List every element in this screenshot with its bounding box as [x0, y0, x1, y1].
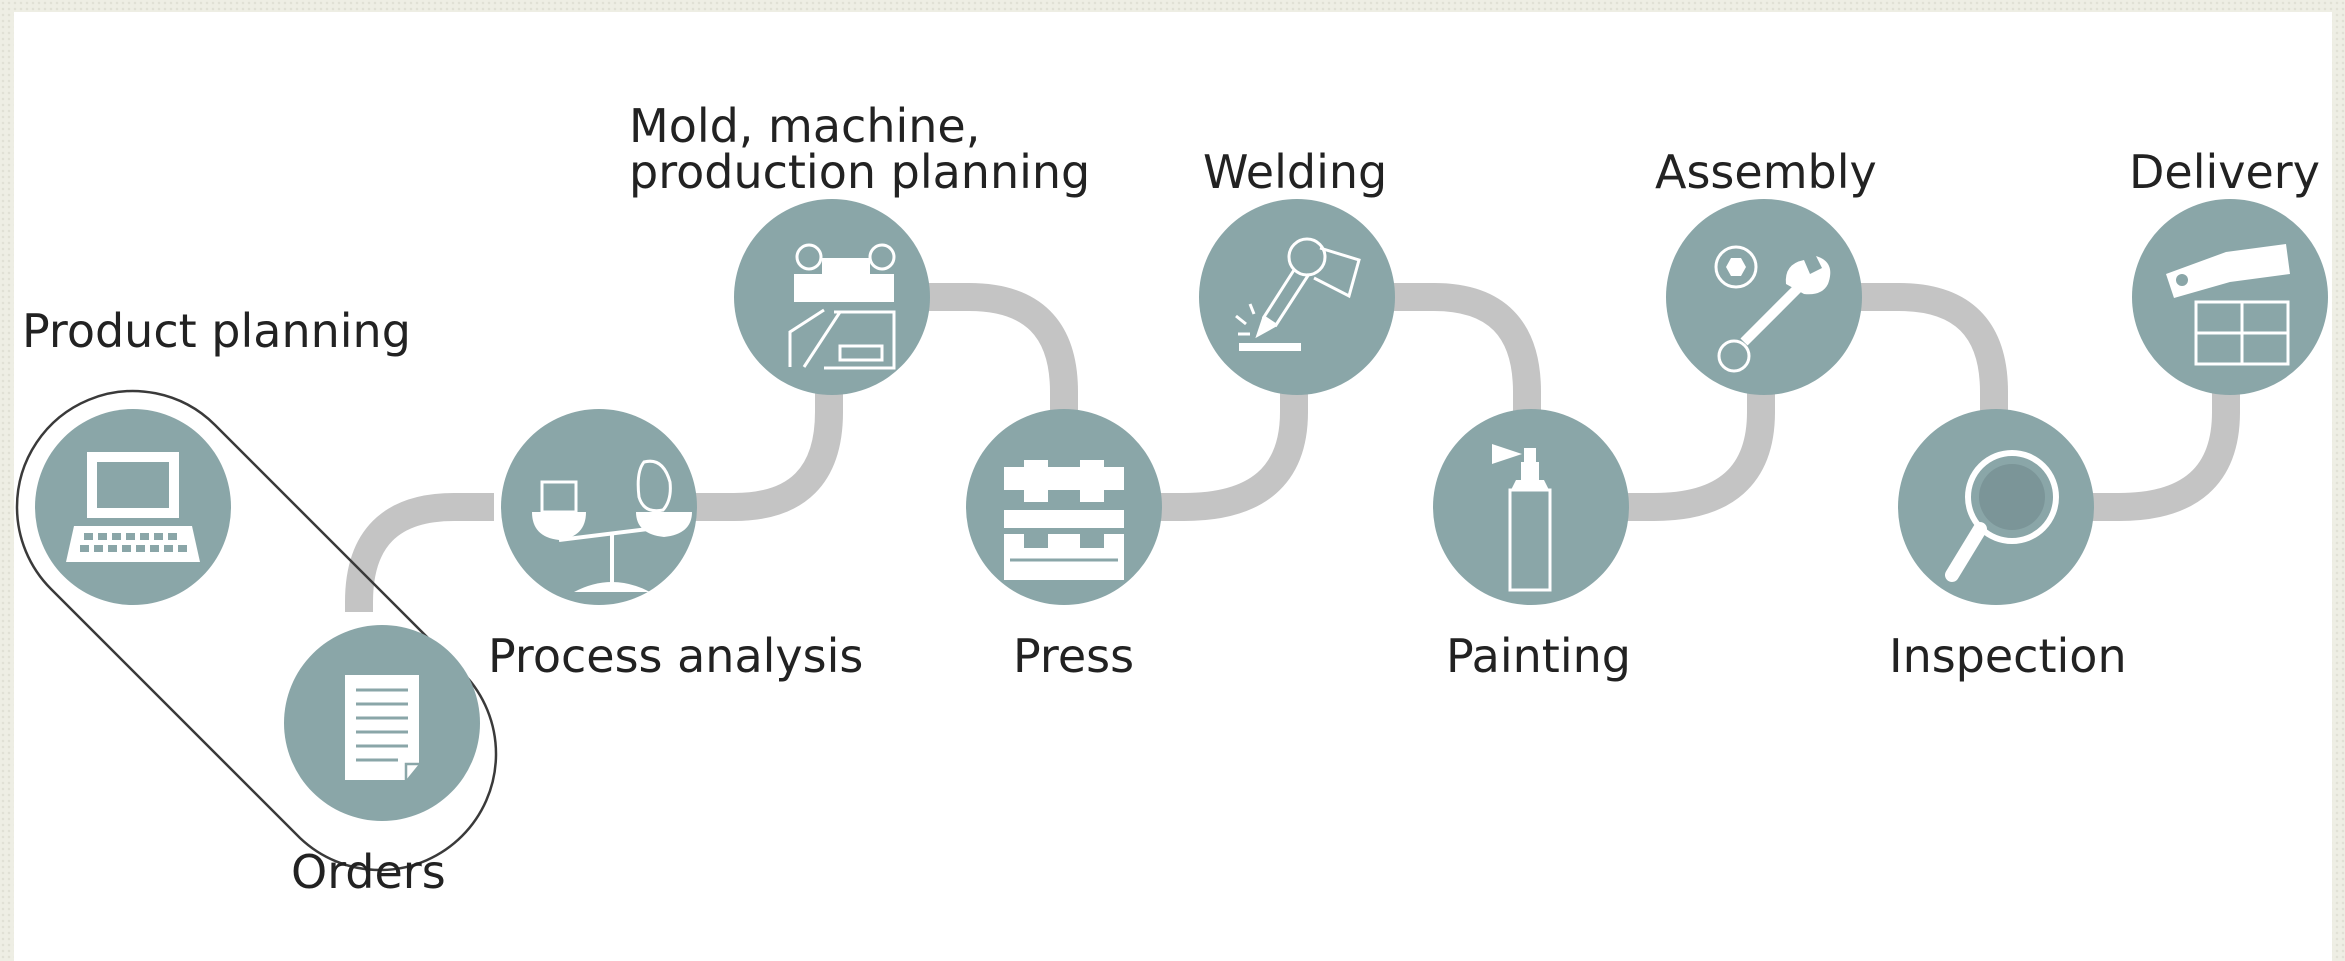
circle-welding — [1199, 199, 1395, 395]
balance-scale-icon — [532, 461, 692, 592]
circle-delivery — [2132, 199, 2328, 395]
press-mold-icon — [1004, 460, 1124, 580]
circle-assembly — [1666, 199, 1862, 395]
circle-painting — [1433, 409, 1629, 605]
label-welding: Welding — [1203, 145, 1387, 199]
package-icon — [2166, 244, 2290, 364]
document-icon — [345, 675, 419, 780]
machine-icon — [790, 245, 894, 368]
label-painting: Painting — [1446, 629, 1631, 683]
label-process-analysis: Process analysis — [488, 629, 863, 683]
label-delivery: Delivery — [2129, 145, 2320, 199]
diagram-panel: Product planning Orders Process analysis… — [14, 12, 2332, 961]
label-inspection: Inspection — [1889, 629, 2127, 683]
label-mold-machine-line1: Mold, machine, — [629, 99, 980, 153]
laptop-icon — [66, 452, 200, 562]
wrench-icon — [1716, 247, 1831, 371]
planning-orders-group-outline — [15, 389, 498, 872]
spray-can-icon — [1492, 444, 1550, 590]
label-mold-machine-line2: production planning — [629, 145, 1090, 199]
magnifier-icon — [1952, 453, 2056, 575]
circle-process-analysis — [501, 409, 697, 605]
label-press: Press — [1013, 629, 1134, 683]
welding-robot-icon — [1236, 239, 1359, 351]
process-flow-diagram: Product planning Orders Process analysis… — [15, 99, 2328, 899]
label-assembly: Assembly — [1655, 145, 1877, 199]
connector-path — [345, 283, 2240, 612]
label-product-planning: Product planning — [22, 304, 411, 358]
label-orders: Orders — [291, 845, 446, 899]
